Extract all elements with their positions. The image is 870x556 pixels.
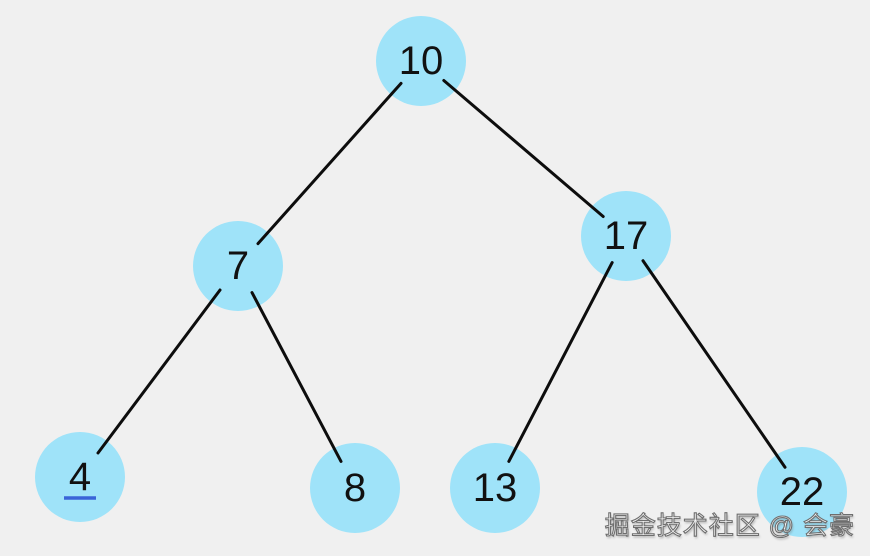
tree-node-label-4: 4 (69, 455, 91, 499)
watermark-text: 掘金技术社区 @ 会豪 (604, 511, 855, 540)
tree-node-label-8: 8 (344, 466, 366, 510)
tree-node-circle-10 (376, 16, 466, 106)
tree-node-label-22: 22 (780, 470, 825, 514)
tree-node-circle-17 (581, 191, 671, 281)
tree-edge-17-13 (507, 261, 614, 463)
tree-edge-17-22 (641, 259, 787, 469)
tree-node-circle-22 (757, 447, 847, 537)
tree-edge-10-7 (256, 81, 403, 246)
tree-edge-7-8 (250, 291, 343, 463)
tree-node-circle-4 (35, 432, 125, 522)
tree-edge-7-4 (96, 288, 222, 455)
tree-node-label-10: 10 (399, 39, 444, 83)
tree-node-circle-8 (310, 443, 400, 533)
tree-node-label-7: 7 (227, 244, 249, 288)
tree-node-circle-13 (450, 443, 540, 533)
tree-node-label-17: 17 (604, 214, 649, 258)
tree-node-label-13: 13 (473, 466, 518, 510)
tree-node-circle-7 (193, 221, 283, 311)
tree-edge-10-17 (442, 78, 605, 219)
